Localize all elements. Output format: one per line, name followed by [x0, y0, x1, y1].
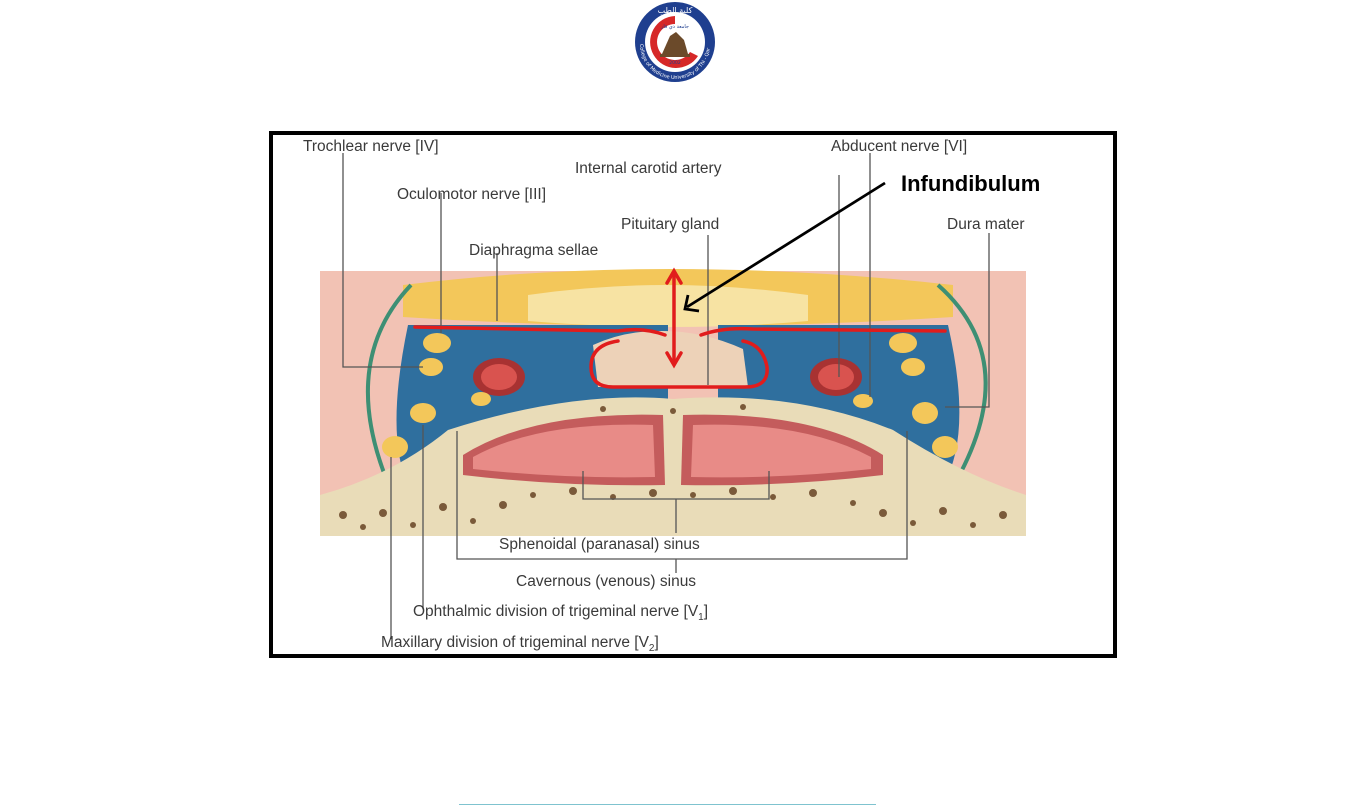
ophthalmic-nerve	[410, 403, 436, 423]
trochlear-nerve	[419, 358, 443, 376]
label-maxillary-division: Maxillary division of trigeminal nerve […	[381, 634, 659, 654]
sella-turcica-figure: Trochlear nerve [IV] Abducent nerve [VI]…	[269, 131, 1117, 658]
label-diaphragma-sellae: Diaphragma sellae	[469, 242, 598, 259]
sphenoid-bone	[320, 397, 1026, 536]
label-pituitary-gland: Pituitary gland	[621, 216, 719, 233]
label-internal-carotid-artery: Internal carotid artery	[575, 160, 722, 177]
label-abducent-nerve: Abducent nerve [VI]	[831, 138, 967, 155]
label-infundibulum: Infundibulum	[901, 171, 1040, 196]
label-oculomotor-nerve: Oculomotor nerve [III]	[397, 186, 546, 203]
logo-university-text: جامعة ذي قار	[660, 24, 689, 30]
abducent-nerve	[853, 394, 873, 408]
logo-arabic-text: كلية الطب	[658, 6, 693, 15]
label-cavernous-sinus: Cavernous (venous) sinus	[516, 573, 696, 590]
label-trochlear-nerve: Trochlear nerve [IV]	[303, 138, 439, 155]
label-sphenoidal-sinus: Sphenoidal (paranasal) sinus	[499, 536, 700, 553]
college-logo: كلية الطب جامعة ذي قار 2002 College of M…	[618, 0, 732, 84]
oculomotor-nerve	[423, 333, 451, 353]
annotation-red-marks	[413, 267, 947, 389]
footer-divider	[459, 804, 876, 805]
maxillary-nerve	[382, 436, 408, 458]
label-dura-mater: Dura mater	[947, 216, 1025, 233]
infundibulum-arrow	[683, 181, 886, 313]
label-ophthalmic-division: Ophthalmic division of trigeminal nerve …	[413, 603, 708, 623]
logo-year: 2002	[669, 60, 681, 66]
